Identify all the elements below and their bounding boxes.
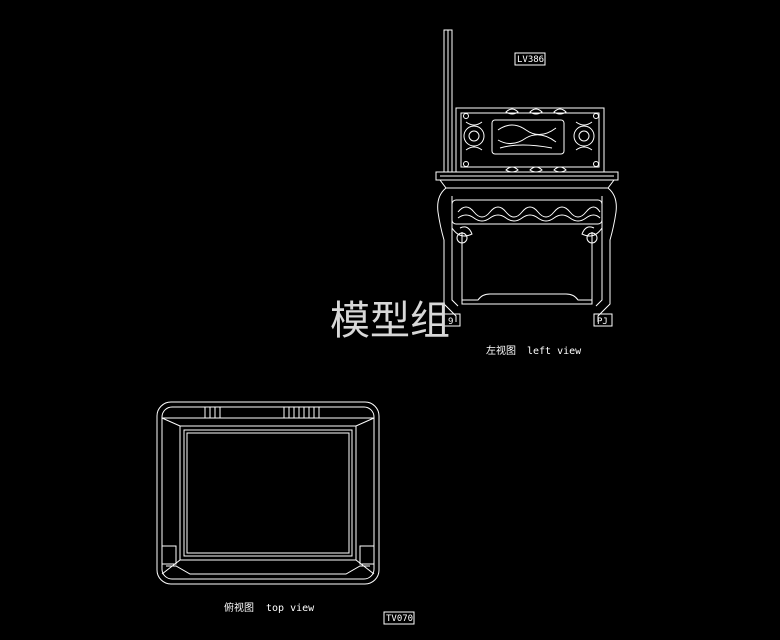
- leg-front-right: [359, 545, 375, 565]
- watermark-text: 模型组: [330, 298, 450, 344]
- top-view-tag: TV070: [386, 614, 413, 624]
- foot-left: [443, 313, 461, 327]
- left-view-tag: LV386: [517, 55, 544, 65]
- chair-seat: [435, 171, 619, 189]
- foot-mark-left: 9: [448, 317, 453, 327]
- top-view-tag-box: [383, 611, 415, 625]
- carved-apron: [451, 199, 603, 244]
- top-view-caption-cn: 俯视图: [224, 601, 254, 614]
- leg-front-left: [161, 545, 177, 565]
- left-view-tag-box: [514, 52, 546, 66]
- foot-right: [593, 313, 613, 327]
- back-rail: [162, 407, 374, 419]
- top-view-caption-en: top view: [266, 603, 315, 614]
- foot-mark-right: PJ: [597, 317, 608, 327]
- left-view-caption-cn: 左视图: [486, 344, 516, 357]
- left-view-caption-en: left view: [527, 346, 582, 357]
- chair-legs: [437, 187, 617, 322]
- leg-stretcher: [461, 293, 593, 305]
- seat-outline-outer: [156, 401, 380, 585]
- seat-panel: [183, 429, 353, 557]
- left-view-drawing: [435, 29, 619, 327]
- top-view-drawing: [156, 401, 415, 625]
- carved-back-panel: [455, 107, 605, 173]
